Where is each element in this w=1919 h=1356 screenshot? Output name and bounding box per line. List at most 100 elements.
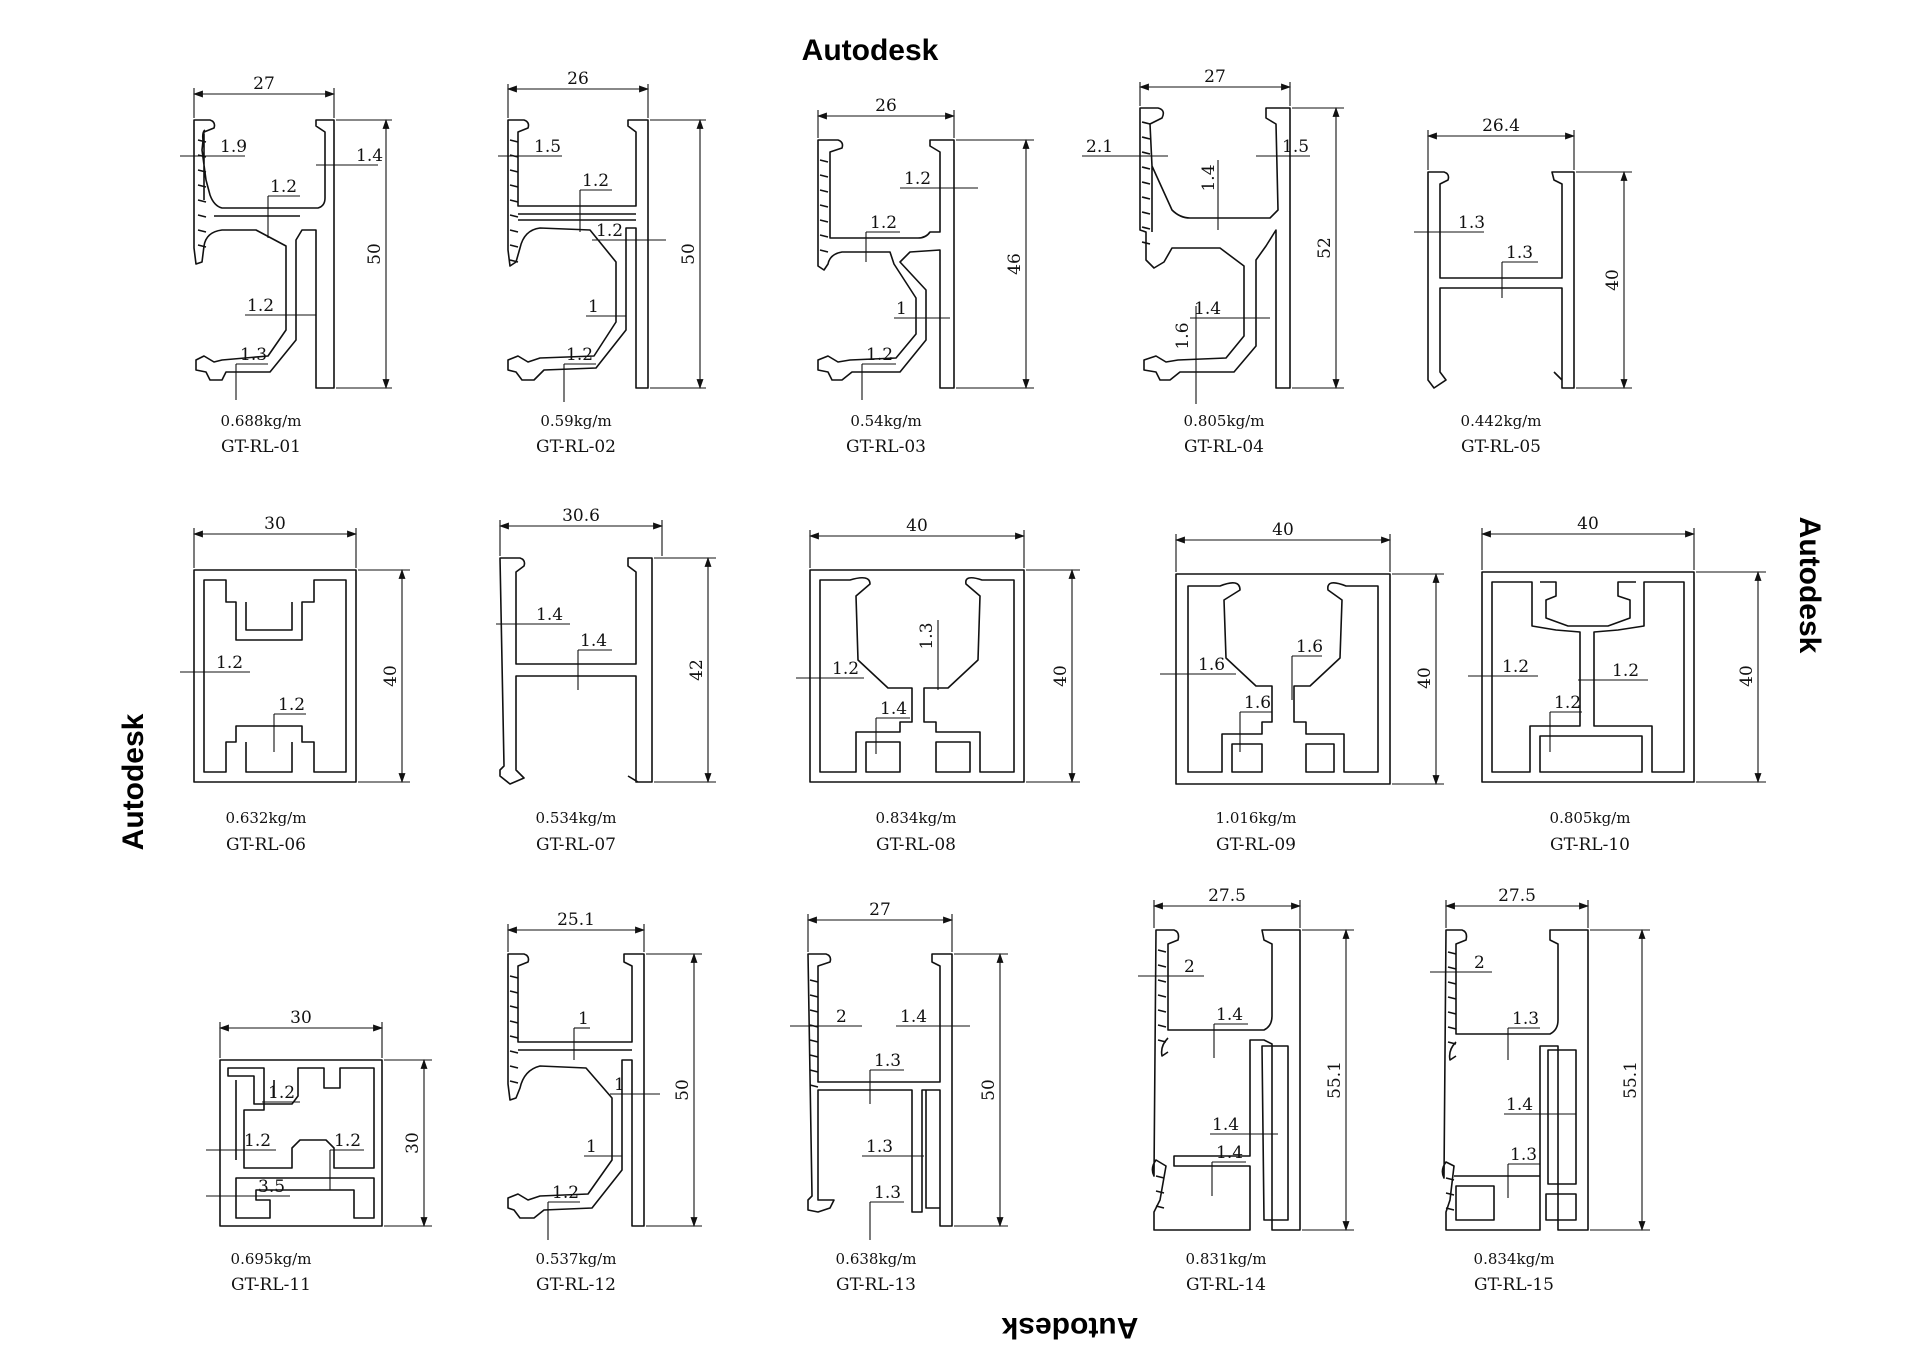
callout: 1.2 — [552, 1183, 579, 1203]
profile-gt-rl-09: 40 40 1.6 1.6 1.6 1.016kg/m GT-RL-09 — [1160, 520, 1444, 855]
width-label: 30.6 — [562, 506, 600, 526]
height-label: 40 — [1737, 665, 1757, 687]
callout: 1 — [588, 297, 599, 317]
profile-code: GT-RL-11 — [231, 1275, 311, 1295]
profile-outline — [807, 953, 953, 1227]
profile-gt-rl-13: 27 50 2 1.4 1.3 1.3 1.3 0.638kg/m GT-RL-… — [790, 900, 1008, 1295]
profile-code: GT-RL-01 — [221, 437, 301, 457]
height-label: 42 — [687, 659, 707, 681]
profile-weight: 0.805kg/m — [1550, 809, 1631, 827]
width-label: 26 — [875, 96, 897, 116]
profile-gt-rl-14: 27.5 55.1 2 1.4 1.4 1.4 0.831kg/m GT-RL-… — [1138, 886, 1354, 1295]
profile-outline — [193, 119, 335, 389]
profile-code: GT-RL-14 — [1186, 1275, 1266, 1295]
callout: 1 — [896, 299, 907, 319]
profile-code: GT-RL-04 — [1184, 437, 1264, 457]
profile-code: GT-RL-02 — [536, 437, 616, 457]
callout: 1.4 — [1212, 1115, 1239, 1135]
callout: 1.3 — [874, 1183, 901, 1203]
callout: 1.4 — [536, 605, 563, 625]
callout: 1.4 — [1216, 1005, 1243, 1025]
callout: 1.6 — [1296, 637, 1323, 657]
callout: 1.2 — [1612, 661, 1639, 681]
width-label: 30 — [290, 1008, 312, 1028]
callout: 1.3 — [240, 345, 267, 365]
watermark-bottom: Autodesk — [1001, 1311, 1138, 1344]
profile-outline — [219, 1059, 383, 1227]
height-label: 30 — [403, 1132, 423, 1154]
callout: 1.4 — [1216, 1143, 1243, 1163]
callout: 1.6 — [1198, 655, 1225, 675]
callout: 1.2 — [244, 1131, 271, 1151]
callout: 1.3 — [917, 622, 937, 649]
profile-outline — [1151, 929, 1301, 1231]
callout: 1.2 — [866, 345, 893, 365]
callout: 1.4 — [1194, 299, 1221, 319]
profile-gt-rl-15: 27.5 55.1 2 1.3 1.4 1.3 0.834kg/m GT-RL-… — [1430, 886, 1650, 1295]
profile-gt-rl-04: 27 52 2.1 1.4 1.5 1.4 1.6 0.805kg/m GT-R… — [1082, 67, 1344, 457]
callout: 1 — [586, 1137, 597, 1157]
callout: 1.5 — [534, 137, 561, 157]
callout: 1 — [614, 1075, 625, 1095]
callout: 1.2 — [566, 345, 593, 365]
callout: 1.6 — [1173, 322, 1193, 349]
height-label: 40 — [1603, 269, 1623, 291]
profile-outline — [507, 953, 645, 1227]
profile-gt-rl-11: 30 30 1.2 1.2 1.2 3.5 0.695kg/m GT-RL-11 — [206, 1008, 432, 1295]
profile-outline — [1481, 571, 1695, 783]
callout: 1.4 — [356, 146, 383, 166]
profile-weight: 1.016kg/m — [1216, 809, 1297, 827]
callout: 2 — [836, 1007, 847, 1027]
profile-weight: 0.688kg/m — [221, 412, 302, 430]
callout: 1.6 — [1244, 693, 1271, 713]
height-label: 40 — [1415, 667, 1435, 689]
callout: 1.2 — [870, 213, 897, 233]
profile-weight: 0.834kg/m — [876, 809, 957, 827]
profile-gt-rl-05: 26.4 40 1.3 1.3 0.442kg/m GT-RL-05 — [1414, 116, 1632, 457]
profile-code: GT-RL-09 — [1216, 835, 1296, 855]
width-label: 40 — [1272, 520, 1294, 540]
profile-code: GT-RL-08 — [876, 835, 956, 855]
height-label: 50 — [365, 243, 385, 265]
profile-gt-rl-10: 40 40 1.2 1.2 1.2 0.805kg/m GT-RL-10 — [1468, 514, 1766, 855]
callout: 1.2 — [278, 695, 305, 715]
profile-weight: 0.638kg/m — [836, 1250, 917, 1268]
callout: 1.4 — [1506, 1095, 1533, 1115]
profile-gt-rl-12: 25.1 50 1 1 1 1.2 0.537kg/m GT-RL-12 — [507, 910, 702, 1295]
width-label: 27 — [253, 74, 275, 94]
profile-code: GT-RL-05 — [1461, 437, 1541, 457]
callout: 1.2 — [596, 221, 623, 241]
profile-weight: 0.695kg/m — [231, 1250, 312, 1268]
callout: 3.5 — [258, 1177, 285, 1197]
width-label: 27 — [1204, 67, 1226, 87]
callout: 1.2 — [1554, 693, 1581, 713]
profile-code: GT-RL-03 — [846, 437, 926, 457]
width-label: 40 — [906, 516, 928, 536]
width-label: 40 — [1577, 514, 1599, 534]
height-label: 50 — [979, 1079, 999, 1101]
profile-outline — [507, 119, 649, 389]
profile-outline — [1441, 929, 1589, 1231]
callout: 1.4 — [580, 631, 607, 651]
watermark-top: Autodesk — [802, 34, 939, 67]
width-label: 26.4 — [1482, 116, 1520, 136]
profile-outline — [817, 139, 955, 389]
callout: 1.3 — [1510, 1145, 1537, 1165]
watermark-left: Autodesk — [117, 713, 150, 850]
width-label: 27.5 — [1498, 886, 1536, 906]
profile-weight: 0.59kg/m — [540, 412, 611, 430]
profile-outline — [499, 557, 653, 785]
width-label: 27.5 — [1208, 886, 1246, 906]
height-label: 40 — [1051, 665, 1071, 687]
callout: 1.3 — [1512, 1009, 1539, 1029]
profile-weight: 0.54kg/m — [850, 412, 921, 430]
width-label: 26 — [567, 69, 589, 89]
profile-gt-rl-07: 30.6 42 1.4 1.4 0.534kg/m GT-RL-07 — [496, 506, 716, 855]
profile-outline — [1427, 171, 1575, 389]
callout: 2 — [1184, 957, 1195, 977]
callout: 1.3 — [1506, 243, 1533, 263]
profile-gt-rl-01: 27 50 1.9 1.4 1.2 1.2 1.3 0.688kg/m GT-R… — [180, 74, 392, 457]
profile-code: GT-RL-15 — [1474, 1275, 1554, 1295]
profile-gt-rl-03: 26 46 1.2 1.2 1 1.2 0.54kg/m GT-RL-03 — [817, 96, 1034, 457]
height-label: 40 — [381, 665, 401, 687]
